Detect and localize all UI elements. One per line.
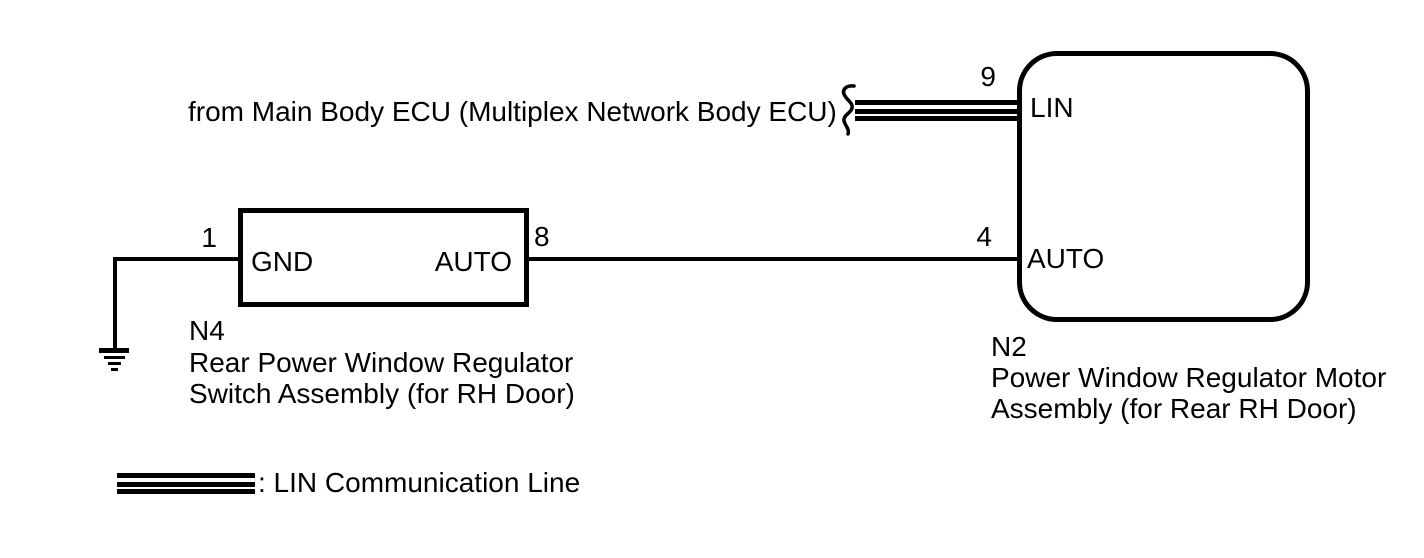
legend-lin-line-label: : LIN Communication Line: [258, 467, 581, 498]
auto-signal-wire: [529, 257, 1018, 261]
n2-motor-assembly-box: [1017, 51, 1310, 322]
n2-component-name-line2: Assembly (for Rear RH Door): [991, 393, 1357, 424]
pin-number-4: 4: [976, 221, 992, 252]
n2-caption: N2 Power Window Regulator Motor Assembly…: [991, 331, 1386, 424]
source-note-label: from Main Body ECU (Multiplex Network Bo…: [188, 96, 837, 127]
n2-pin-lin-label: LIN: [1030, 92, 1074, 123]
n2-pin-auto-label: AUTO: [1027, 243, 1105, 274]
pin-number-1: 1: [201, 222, 217, 253]
n4-component-code: N4: [189, 315, 225, 346]
n2-component-code: N2: [991, 331, 1027, 362]
n4-component-name-line2: Switch Assembly (for RH Door): [189, 378, 575, 409]
n4-component-name-line1: Rear Power Window Regulator: [189, 346, 574, 378]
ground-wire-horizontal: [113, 257, 238, 261]
pin-number-8: 8: [534, 221, 550, 252]
legend-lin-line-swatch: [117, 473, 255, 494]
n4-pin-auto-label: AUTO: [434, 246, 512, 277]
n4-pin-gnd-label: GND: [251, 246, 314, 277]
n2-component-name-line1: Power Window Regulator Motor: [991, 362, 1387, 393]
n4-switch-assembly-box: [238, 208, 529, 307]
pin-number-9: 9: [980, 61, 996, 92]
ground-wire-vertical: [113, 257, 117, 348]
n4-caption: N4 Rear Power Window Regulator Switch As…: [189, 315, 575, 410]
lin-communication-wire: [855, 100, 1018, 121]
continuation-squiggle-icon: [841, 84, 856, 136]
